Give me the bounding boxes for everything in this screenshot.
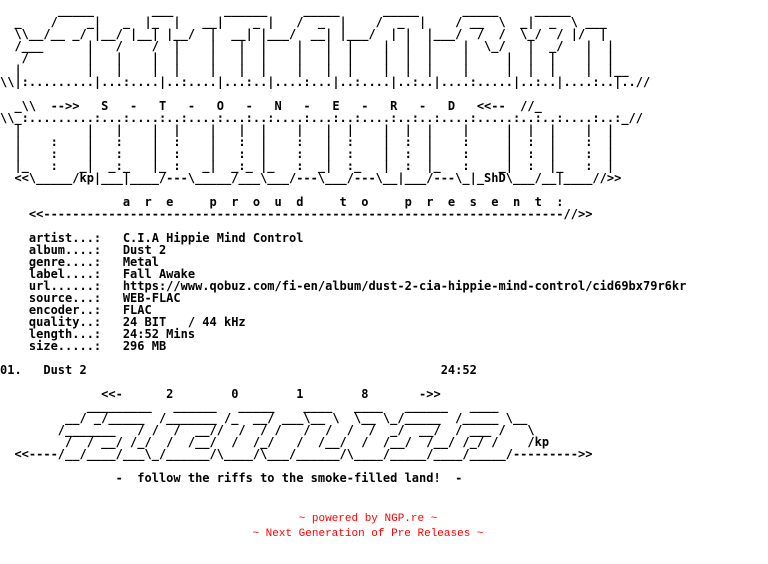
footer-credits: ~ powered by NGP.re ~ ~ Next Generation … <box>0 512 768 542</box>
tagline-text: ~ Next Generation of Pre Releases ~ <box>252 528 484 540</box>
nfo-ascii-art: _____ ___ ______ _____ _____ _____ _____… <box>0 4 687 485</box>
powered-by-text: ~ powered by NGP.re ~ <box>298 513 438 525</box>
